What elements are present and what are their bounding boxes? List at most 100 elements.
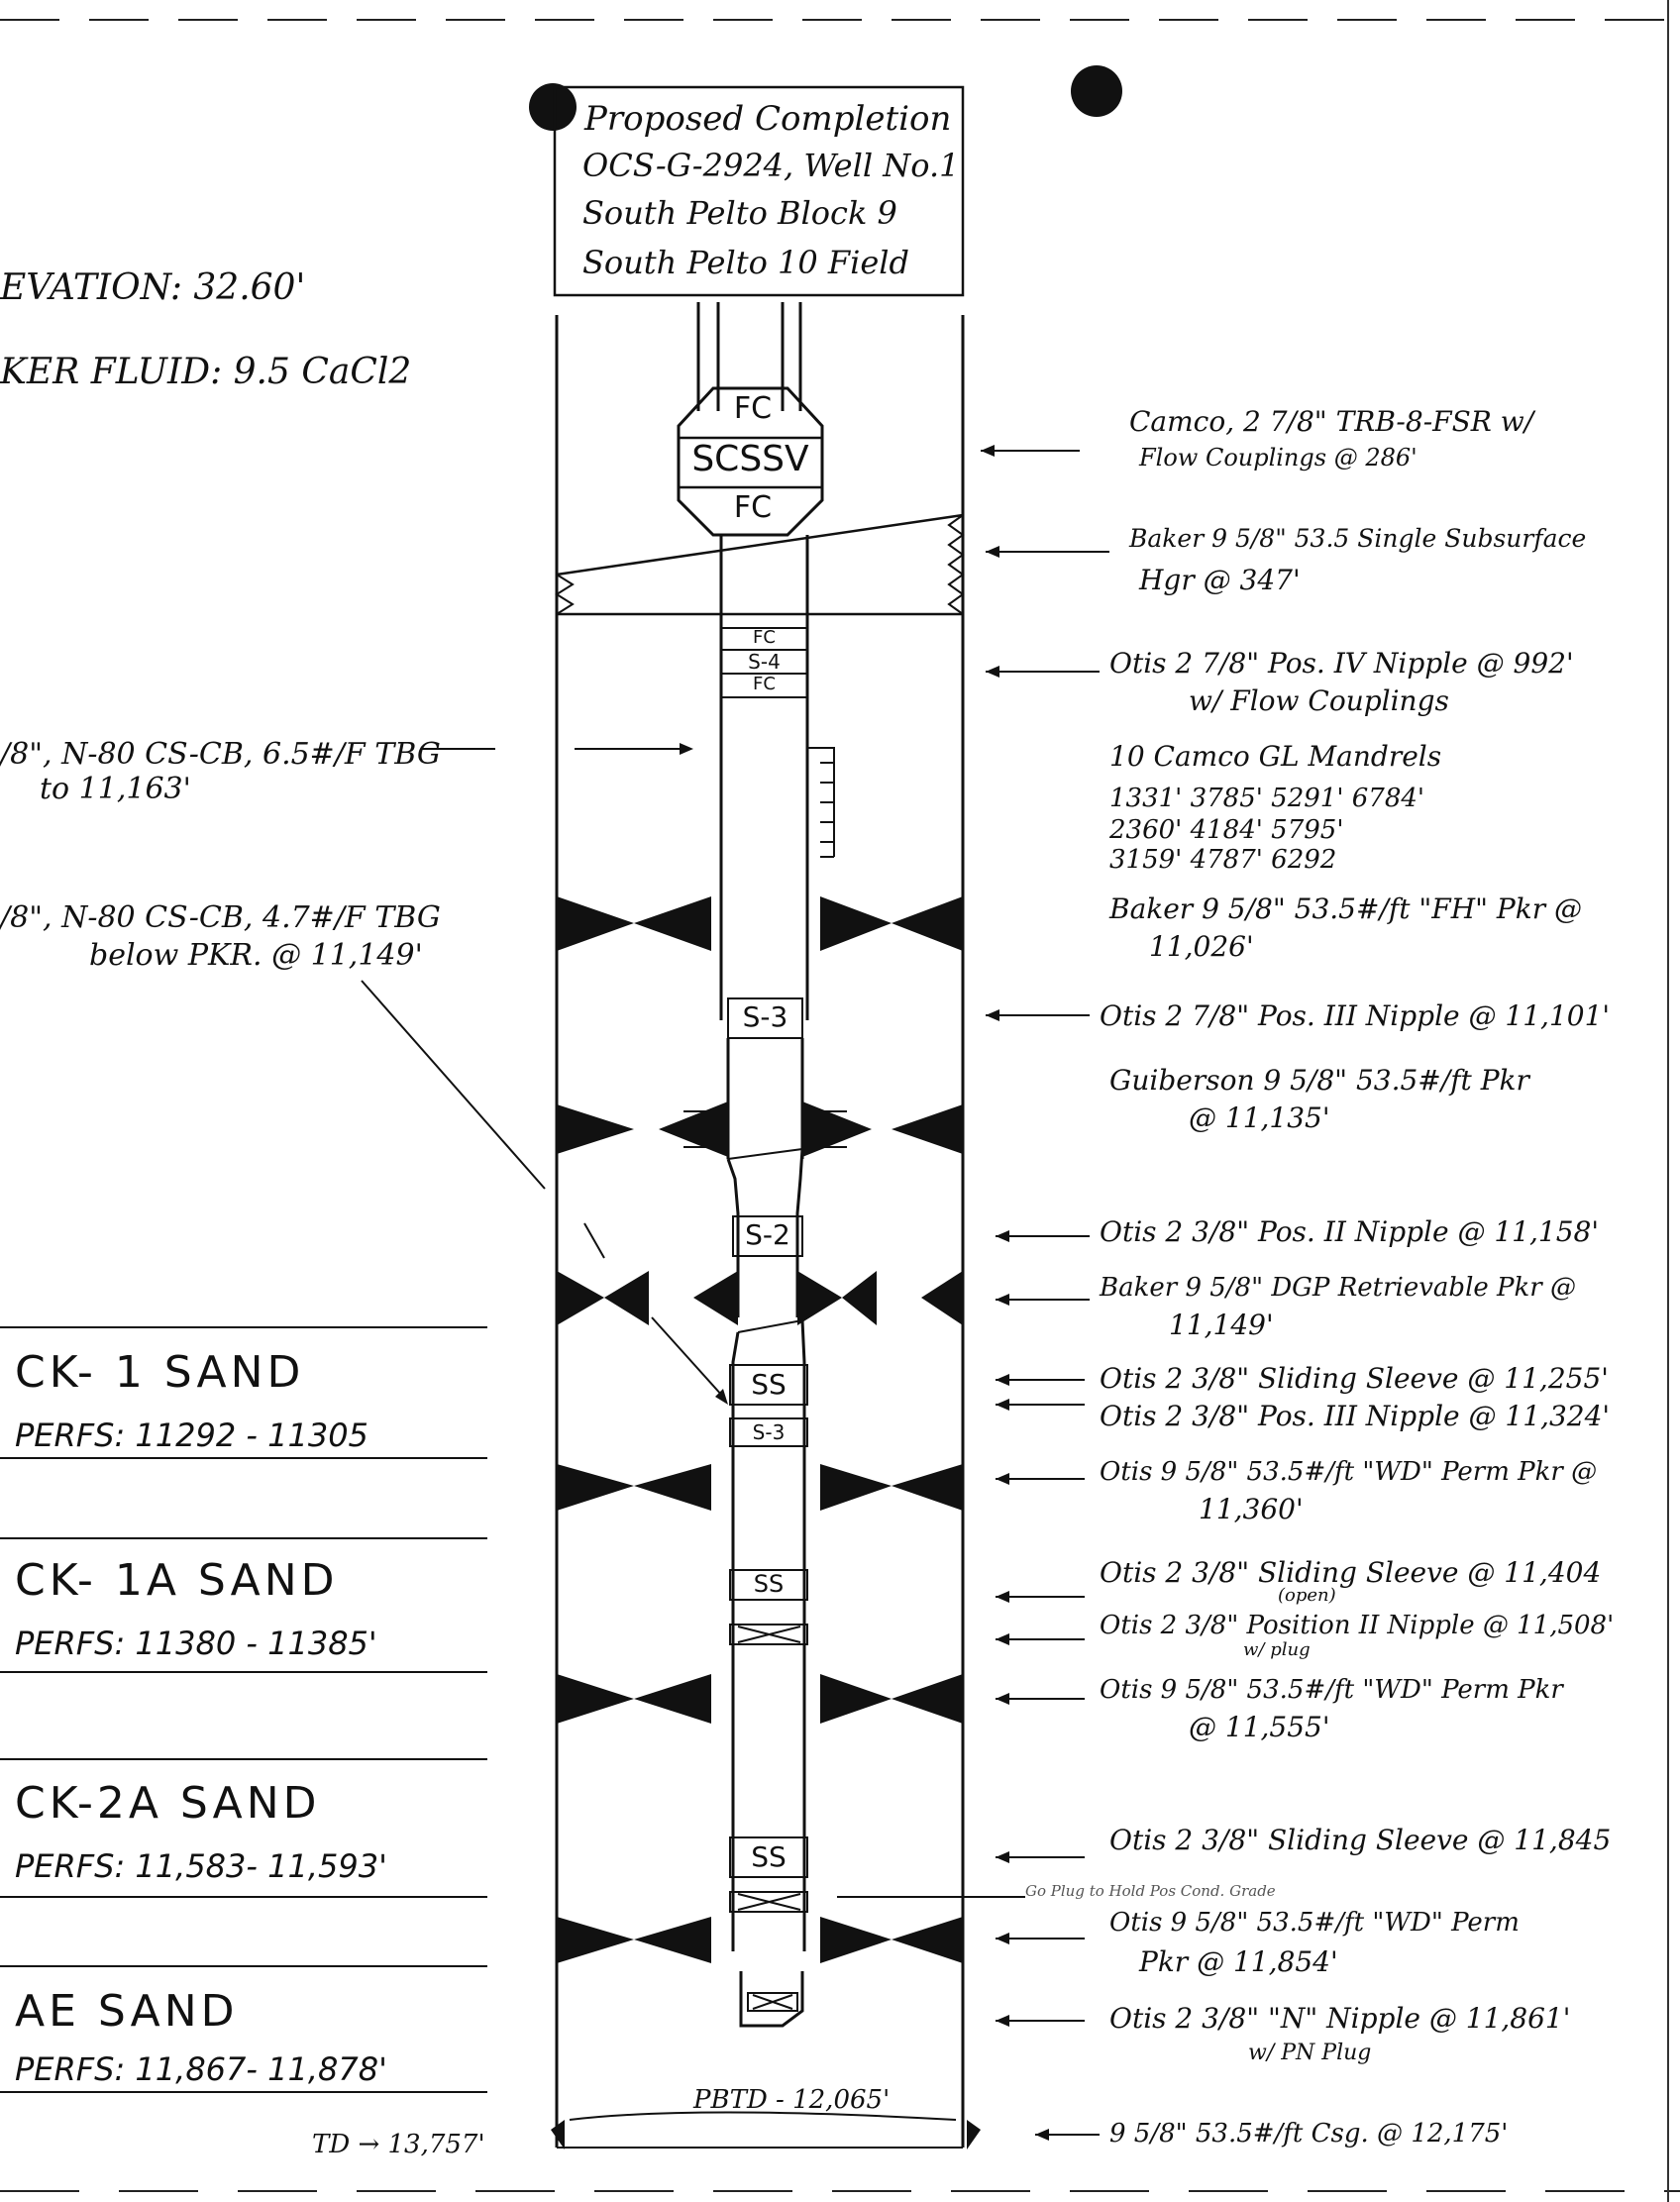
sand-ck1a-name: CK- 1A SAND [15,1555,339,1606]
casing-shoe-left [551,2120,565,2150]
ann-wd-pkr-3b: Pkr @ 11,854' [1139,1945,1338,1978]
elevation-label: EVATION: 32.60' [0,267,306,308]
tubing-lower-leader [361,980,546,1190]
title-line-3: South Pelto Block 9 [582,194,897,232]
ann-gl-mandrels-title: 10 Camco GL Mandrels [1109,740,1442,773]
title-line-1: Proposed Completion [584,99,952,139]
ann-nipple-iii-lower: Otis 2 3/8" Pos. III Nipple @ 11,324' [1100,1400,1611,1432]
ann-baker-hanger-1: Baker 9 5/8" 53.5 Single Subsurface [1129,524,1587,553]
tubing-crossover-2 [737,1319,803,1333]
sand-ae-perfs: PERFS: 11,867- 11,878' [15,2050,387,2088]
sliding-sleeve-3-box [729,1836,808,1878]
ann-wd-pkr-3a: Otis 9 5/8" 53.5#/ft "WD" Perm [1109,1908,1520,1938]
pbtd-label: PBTD - 12,065' [693,2085,891,2115]
tubing-lower-right [800,1319,806,1951]
ann-wd-pkr-1a: Otis 9 5/8" 53.5#/ft "WD" Perm Pkr @ [1100,1457,1598,1487]
ann-camco-scssv-1: Camco, 2 7/8" TRB-8-FSR w/ [1129,405,1534,438]
hanger-slip-right [947,514,965,615]
tubing-crossover-1 [727,1148,803,1160]
tubing-upper-label-2: to 11,163' [40,772,191,806]
s3-lower-label: S-3 [752,1420,786,1444]
sand-ck1a-perfs: PERFS: 11380 - 11385' [15,1625,377,1662]
hanger-top-line [556,513,964,577]
casing-shoe-right [967,2120,981,2150]
ann-gl-depths-3: 3159' 4787' 6292 [1109,845,1337,875]
tubing-taper-left [726,1158,740,1317]
ann-nipple-ii-plug-note: w/ plug [1243,1639,1311,1660]
scssv-label: SCSSV [691,439,809,479]
ann-casing-shoe: 9 5/8" 53.5#/ft Csg. @ 12,175' [1109,2119,1509,2149]
packer-baker-dgp [557,1271,963,1325]
ann-otis-nipple-iv-2: w/ Flow Couplings [1189,684,1449,717]
ann-sliding-sleeve-2-open: (open) [1278,1585,1336,1606]
hole-punch-left [529,83,577,131]
scssv-valve-body [677,386,824,537]
s3-upper-label: S-3 [742,1000,788,1033]
sand-ae-name: AE SAND [15,1986,239,2037]
tubing-taper-right [795,1148,804,1317]
s2-label: S-2 [745,1218,790,1251]
sand-ck1-perfs: PERFS: 11292 - 11305 [15,1416,368,1454]
title-box [553,85,965,297]
go-plug-box [729,1891,808,1913]
tubing-lower-leader-2 [583,1222,605,1259]
n-nipple-box [747,1992,798,2012]
ann-otis-nipple-ii: Otis 2 3/8" Pos. II Nipple @ 11,158' [1100,1215,1600,1248]
ann-sliding-sleeve-1: Otis 2 3/8" Sliding Sleeve @ 11,255' [1100,1362,1609,1395]
nipple-s2-box [732,1215,803,1257]
ss1-label: SS [751,1368,787,1401]
sand-ck2a-perfs: PERFS: 11,583- 11,593' [15,1847,387,1885]
ann-wd-pkr-2b: @ 11,555' [1189,1711,1330,1743]
hanger-slip-left [555,574,575,615]
ann-baker-dgp-1: Baker 9 5/8" DGP Retrievable Pkr @ [1100,1273,1576,1303]
ss-leader [651,1316,724,1398]
ann-go-plug-note: Go Plug to Hold Pos Cond. Grade [1025,1882,1276,1900]
ann-wd-pkr-1b: 11,360' [1199,1493,1304,1525]
ann-n-nipple-2: w/ PN Plug [1248,2041,1372,2065]
right-arrows [837,450,1109,2136]
nipple-s4-box [720,627,808,698]
ann-baker-fh-2: 11,026' [1149,930,1254,963]
gl-mandrel-teeth [820,762,834,858]
ann-otis-nipple-iii: Otis 2 7/8" Pos. III Nipple @ 11,101' [1100,999,1611,1032]
sand-dividers [0,1326,487,2093]
ss3-label: SS [751,1840,787,1873]
packer-otis-wd-3 [557,1917,963,1963]
packer-otis-wd-2 [557,1674,963,1724]
ann-guiberson-2: @ 11,135' [1189,1101,1330,1134]
ann-otis-nipple-iv-1: Otis 2 7/8" Pos. IV Nipple @ 992' [1109,647,1574,680]
right-arrowheads [981,445,1049,2141]
ann-baker-hanger-2: Hgr @ 347' [1139,564,1301,596]
sand-ck1-name: CK- 1 SAND [15,1347,305,1398]
ann-n-nipple-1: Otis 2 3/8" "N" Nipple @ 11,861' [1109,2002,1571,2035]
tubing-lower-left [731,1331,740,1951]
sand-ck2a-name: CK-2A SAND [15,1778,321,1829]
packer-otis-wd-1 [557,1464,963,1511]
gl-mandrel-rail [807,747,835,857]
ann-camco-scssv-2: Flow Couplings @ 286' [1139,444,1418,472]
packer-baker-fh [557,896,963,951]
ann-gl-depths-1: 1331' 3785' 5291' 6784' [1109,784,1425,813]
s4-label: S-4 [748,650,781,674]
ann-gl-depths-2: 2360' 4184' 5795' [1109,815,1344,845]
pbtd-cement-top [569,2111,957,2121]
title-line-2: OCS-G-2924, Well No.1 [582,147,960,184]
packer-fluid-label: KER FLUID: 9.5 CaCl2 [0,352,412,392]
sliding-sleeve-1-box [729,1364,808,1406]
tubing-lower-label-2: below PKR. @ 11,149' [89,938,423,973]
fc-bottom-label: FC [733,490,773,525]
ss2-label: SS [753,1570,785,1598]
tubing-upper-label-1: /8", N-80 CS-CB, 6.5#/F TBG [0,737,441,772]
nipple-ii-plugged-box [729,1624,808,1645]
fc-a-label: FC [753,627,776,648]
packer-guiberson [557,1101,963,1157]
ann-baker-dgp-2: 11,149' [1169,1309,1274,1341]
tubing-lower-label-1: /8", N-80 CS-CB, 4.7#/F TBG [0,900,441,935]
ann-sliding-sleeve-3: Otis 2 3/8" Sliding Sleeve @ 11,845 [1109,1824,1612,1856]
td-label: TD → 13,757' [312,2130,485,2159]
nipple-s3-upper-box [727,997,803,1039]
tail-pipe [739,1971,804,2028]
ann-baker-fh-1: Baker 9 5/8" 53.5#/ft "FH" Pkr @ [1109,892,1582,925]
plug-x-2 [737,1625,801,1643]
